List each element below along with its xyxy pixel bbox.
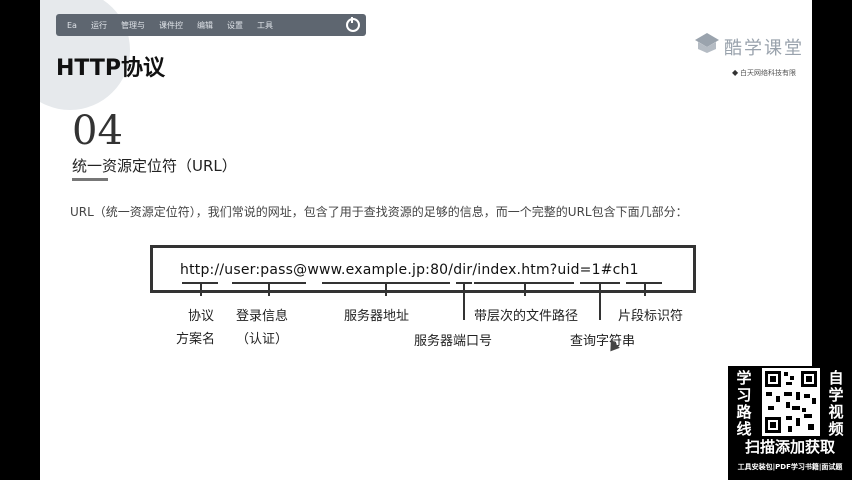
promo-cta: 扫描添加获取 [744,438,835,456]
power-icon[interactable] [346,17,360,32]
label-server: 服务器地址 [344,309,410,324]
promo-char: 频 [828,420,844,438]
logo-name: 酷学课堂 [724,38,804,59]
promo-left-column: 学 习 路 线 [734,370,754,438]
fragment-tick [644,284,646,296]
toolbar-item[interactable]: 设置 [226,20,243,30]
label-path: 带层次的文件路径 [474,309,579,324]
login-underline [232,282,306,284]
logo-subtitle: 白天网络科技有限 [740,69,796,77]
promo-char: 学 [736,369,752,387]
server-underline [322,282,450,284]
section-title: 统一资源定位符（URL） [72,157,237,175]
description-text: URL（统一资源定位符），我们常说的网址，包含了用于查找资源的足够的信息，而一个… [70,205,688,219]
promo-badge[interactable]: 学 习 路 线 自 学 视 频 扫描添加获取 工具安装包|PDF学习书籍|面试题 [728,366,852,480]
path-tick [524,284,526,296]
url-box [150,245,696,293]
toolbar-item[interactable]: 工具 [256,20,273,30]
port-tick [463,284,465,320]
url-example: http://user:pass@www.example.jp:80/dir/i… [180,262,639,278]
label-port: 服务器端口号 [414,334,493,349]
toolbar-item[interactable]: 管理与 [120,20,145,30]
promo-char: 路 [736,403,752,421]
port-underline [456,282,472,284]
qr-code-icon [762,368,820,436]
promo-char: 自 [828,369,844,387]
label-login: 登录信息 [236,309,289,324]
promo-char: 线 [736,420,752,438]
toolbar-item[interactable]: 课件控 [158,20,183,30]
label-scheme-2: 方案名 [176,332,216,347]
section-underline [72,178,108,181]
scheme-tick [200,284,202,296]
promo-right-column: 自 学 视 频 [826,370,846,438]
toolbar-item[interactable]: Ea [67,20,77,30]
promo-char: 学 [828,386,844,404]
toolbar-item[interactable]: 运行 [90,20,107,30]
promo-char: 视 [828,403,844,421]
logo-sub-icon: ◆ [732,68,739,77]
promo-char: 习 [736,386,752,404]
label-query: 查询字符串 [570,334,636,349]
page-title: HTTP协议 [56,56,166,81]
toolbar-item[interactable]: 编辑 [196,20,213,30]
query-underline [580,282,620,284]
label-fragment: 片段标识符 [618,309,684,324]
slide: Ea 运行 管理与 课件控 编辑 设置 工具 HTTP协议 酷学课堂 ◆ 白天网… [40,0,812,480]
query-tick [599,284,601,320]
scheme-underline [182,282,218,284]
promo-subtitle: 工具安装包|PDF学习书籍|面试题 [737,463,843,471]
label-scheme: 协议 [188,309,215,324]
label-login-2: （认证） [236,332,289,347]
server-tick [385,284,387,296]
fragment-underline [626,282,662,284]
path-underline [474,282,574,284]
login-tick [268,284,270,296]
presentation-toolbar: Ea 运行 管理与 课件控 编辑 设置 工具 [56,14,366,36]
logo-icon [695,33,719,53]
section-number: 04 [72,108,123,154]
